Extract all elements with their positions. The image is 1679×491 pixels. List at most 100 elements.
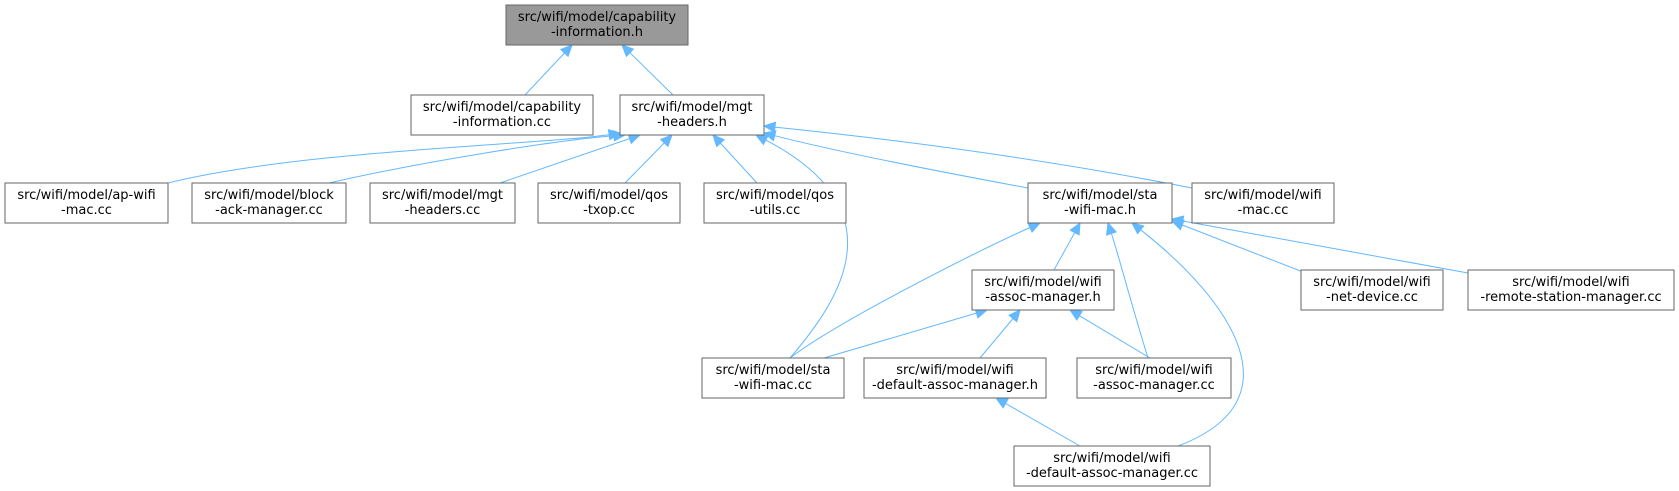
node-label-line: -information.h — [551, 25, 643, 40]
edge-netdev_cc-to-stawifi_h — [1170, 219, 1304, 273]
edge-line — [789, 227, 1031, 359]
node-label-line: -information.cc — [453, 115, 551, 130]
arrowhead — [1068, 309, 1083, 321]
node-box — [1300, 269, 1444, 311]
node-box — [191, 182, 347, 224]
node-defassoc-h[interactable]: src/wifi/model/wifi-default-assoc-manage… — [863, 357, 1047, 399]
edge-line — [328, 135, 615, 184]
edge-line — [1053, 232, 1076, 271]
node-mgt-cc[interactable]: src/wifi/model/mgt-headers.cc — [369, 182, 516, 224]
node-stawifi-cc[interactable]: src/wifi/model/sta-wifi-mac.cc — [701, 357, 845, 399]
node-label-line: -assoc-manager.cc — [1093, 378, 1215, 393]
node-defassoc-cc[interactable]: src/wifi/model/wifi-default-assoc-manage… — [1013, 445, 1211, 487]
node-label-line: src/wifi/model/mgt — [631, 100, 752, 115]
node-assoc-h[interactable]: src/wifi/model/wifi-assoc-manager.h — [971, 269, 1115, 311]
node-label-line: src/wifi/model/sta — [716, 363, 831, 378]
node-box — [410, 94, 594, 136]
node-box — [1467, 269, 1675, 311]
arrowhead — [621, 44, 635, 58]
arrowhead — [712, 134, 726, 148]
edge-remote_cc-to-stawifi_h — [1170, 215, 1469, 274]
node-qosutils-cc[interactable]: src/wifi/model/qos-utils.cc — [703, 182, 847, 224]
node-label-line: -mac.cc — [61, 203, 112, 218]
arrowhead — [559, 44, 573, 58]
arrowhead — [659, 134, 673, 148]
edge-wifimac_cc-to-mgt_h — [762, 121, 1193, 189]
edge-line — [624, 142, 665, 184]
node-label-line: -assoc-manager.h — [985, 290, 1101, 305]
node-box — [537, 182, 681, 224]
edge-qosutils_cc-to-mgt_h — [712, 134, 758, 184]
node-label-line: -mac.cc — [1238, 203, 1289, 218]
node-label-line: src/wifi/model/ap-wifi — [17, 188, 155, 203]
edge-defassoc_h-to-assoc_h — [979, 309, 1021, 359]
edge-line — [1079, 315, 1151, 359]
node-box — [863, 357, 1047, 399]
arrowhead — [1106, 221, 1117, 236]
nodes-layer: src/wifi/model/capability -information.h s… — [4, 4, 1675, 487]
node-capinfo-cc[interactable]: src/wifi/model/capability-information.cc — [410, 94, 594, 136]
node-label-line: -wifi-mac.h — [1064, 203, 1136, 218]
edge-line — [167, 134, 610, 184]
edge-line — [1140, 229, 1244, 447]
node-label-line: -ack-manager.cc — [215, 203, 323, 218]
node-label-line: src/wifi/model/wifi — [984, 275, 1101, 290]
edge-line — [774, 126, 1193, 189]
node-box — [1191, 182, 1335, 224]
node-blockack-cc[interactable]: src/wifi/model/block-ack-manager.cc — [191, 182, 347, 224]
node-label-line: src/wifi/model/capability — [423, 100, 582, 115]
node-box — [701, 357, 845, 399]
node-label-line: src/wifi/model/sta — [1043, 188, 1158, 203]
edge-mgt_cc-to-mgt_h — [499, 133, 642, 184]
edge-line — [1005, 403, 1081, 447]
node-label-line: -remote-station-manager.cc — [1480, 290, 1661, 305]
arrowhead — [1008, 309, 1021, 323]
edge-line — [1182, 220, 1469, 274]
node-label-line: -utils.cc — [750, 203, 800, 218]
node-mgt-h[interactable]: src/wifi/model/mgt-headers.h — [619, 94, 765, 136]
node-assoc-cc[interactable]: src/wifi/model/wifi-assoc-manager.cc — [1076, 357, 1232, 399]
node-box — [505, 4, 689, 46]
node-label-line: src/wifi/model/wifi — [1512, 275, 1629, 290]
node-box — [703, 182, 847, 224]
node-label-line: src/wifi/model/qos — [550, 188, 668, 203]
node-label-line: -default-assoc-manager.h — [872, 378, 1038, 393]
edge-assoc_cc-to-assoc_h — [1068, 309, 1151, 359]
arrowhead — [754, 134, 769, 146]
edge-blockack_cc-to-mgt_h — [328, 130, 627, 184]
node-box — [1013, 445, 1211, 487]
node-box — [1076, 357, 1232, 399]
node-box — [369, 182, 516, 224]
node-qostxop-cc[interactable]: src/wifi/model/qos-txop.cc — [537, 182, 681, 224]
node-wifimac-cc[interactable]: src/wifi/model/wifi-mac.cc — [1191, 182, 1335, 224]
edge-defassoc_cc-to-stawifi_h — [1131, 222, 1244, 447]
edge-line — [720, 142, 758, 184]
node-label-line: -net-device.cc — [1326, 290, 1418, 305]
edge-line — [979, 318, 1014, 359]
arrowhead — [1131, 222, 1145, 235]
node-box — [971, 269, 1115, 311]
node-label-line: src/wifi/model/mgt — [382, 188, 503, 203]
edge-stawifi_cc-to-assoc_h — [823, 307, 989, 359]
node-box — [4, 182, 169, 224]
edge-line — [1182, 224, 1304, 273]
edge-qostxop_cc-to-mgt_h — [624, 134, 673, 184]
node-label-line: src/wifi/model/block — [204, 188, 334, 203]
node-remote-cc[interactable]: src/wifi/model/wifi-remote-station-manag… — [1467, 269, 1675, 311]
node-stawifi-h[interactable]: src/wifi/model/sta-wifi-mac.h — [1027, 182, 1173, 224]
edge-assoc_cc-to-stawifi_h — [1106, 221, 1149, 359]
node-box — [619, 94, 765, 136]
arrowhead — [1027, 222, 1042, 234]
edge-capinfo_cc-to-capinfo_h — [524, 44, 573, 96]
edge-line — [499, 138, 630, 184]
edge-line — [1110, 233, 1149, 359]
edges-layer — [167, 44, 1469, 447]
node-box — [1027, 182, 1173, 224]
edge-line — [774, 135, 1029, 189]
node-apwifi-cc[interactable]: src/wifi/model/ap-wifi-mac.cc — [4, 182, 169, 224]
node-label-line: src/wifi/model/qos — [716, 188, 834, 203]
node-netdev-cc[interactable]: src/wifi/model/wifi-net-device.cc — [1300, 269, 1444, 311]
node-label-line: -wifi-mac.cc — [734, 378, 812, 393]
edge-line — [823, 312, 977, 359]
